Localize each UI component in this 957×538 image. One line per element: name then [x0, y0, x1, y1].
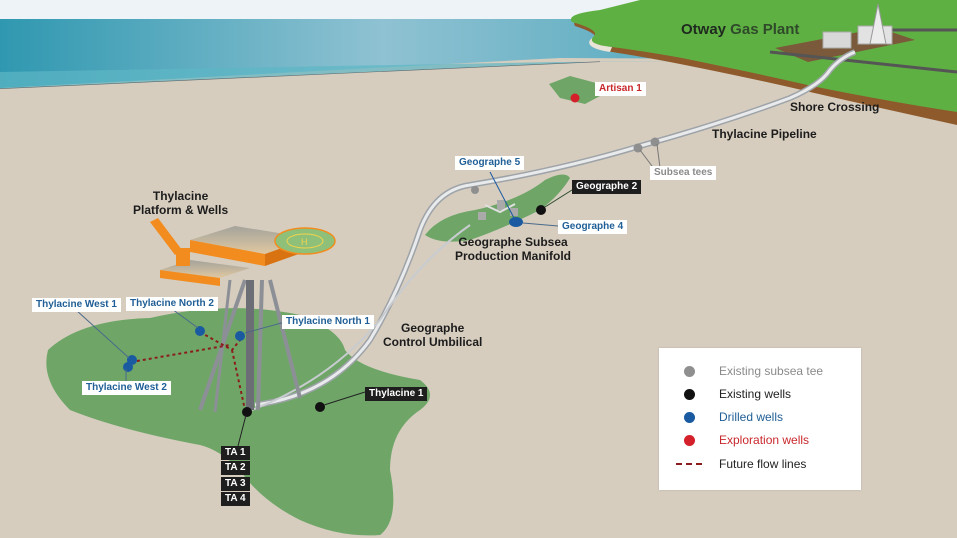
artisan-field — [549, 76, 615, 104]
legend: Existing subsea tee Existing wells Drill… — [659, 348, 861, 490]
platform-line-1: Thylacine — [152, 189, 209, 203]
otway-rest: Gas Plant — [726, 21, 800, 38]
geographe-4-label: Geographe 4 — [558, 220, 628, 234]
thylacine-north-1-label: Thylacine North 1 — [282, 315, 374, 329]
artisan-1-label: Artisan 1 — [595, 82, 646, 96]
geographe-2-label: Geographe 2 — [572, 180, 642, 194]
geographe-4-5-wells — [509, 217, 523, 227]
gas-plant-tank — [822, 31, 852, 49]
ta-4-label: TA 4 — [221, 492, 250, 506]
thylacine-north-2-label: Thylacine North 2 — [126, 297, 218, 311]
subsea-tee — [650, 137, 660, 147]
geographe-umbilical-label: Geographe Control Umbilical — [383, 321, 482, 349]
thylacine-west-2-label: Thylacine West 2 — [82, 381, 171, 395]
thylacine-pipeline-label: Thylacine Pipeline — [712, 127, 817, 141]
geographe-manifold-label: Geographe Subsea Production Manifold — [455, 235, 571, 263]
legend-label: Drilled wells — [719, 410, 784, 424]
umbilical-line-2: Control Umbilical — [383, 335, 483, 349]
beach — [589, 36, 612, 52]
thylacine-north-1-well — [235, 331, 245, 341]
future-flow-dash-icon — [676, 463, 702, 465]
exploration-well-dot-icon — [683, 434, 695, 446]
helideck — [274, 227, 336, 255]
legend-item-drilled-wells: Drilled wells — [659, 408, 783, 426]
thylacine-platform-label: Thylacine Platform & Wells — [133, 189, 228, 217]
ta-wells — [242, 407, 252, 417]
legend-item-existing-tee: Existing subsea tee — [659, 362, 823, 380]
thylacine-1-label: Thylacine 1 — [365, 387, 428, 401]
thylacine-platform: H — [150, 218, 336, 286]
ta-1-label: TA 1 — [221, 446, 250, 460]
manifold-structure — [478, 212, 486, 220]
thylacine-west-2-well — [123, 362, 133, 372]
otway-gas-plant-label: Otway Gas Plant — [681, 21, 799, 38]
legend-label: Existing wells — [719, 387, 792, 401]
legend-item-future-flow: Future flow lines — [659, 455, 806, 473]
manifold-structure — [497, 200, 505, 210]
future-flow-lines — [130, 331, 246, 411]
road — [769, 50, 957, 74]
thylacine-1-well — [315, 402, 325, 412]
legend-label: Existing subsea tee — [719, 364, 824, 378]
ta-2-label: TA 2 — [221, 461, 250, 475]
shore-crossing-label: Shore Crossing — [790, 100, 880, 114]
flare-tower — [869, 3, 887, 45]
ta-3-label: TA 3 — [221, 477, 250, 491]
drilled-well-dot-icon — [683, 411, 695, 423]
geographe-5-label: Geographe 5 — [455, 156, 525, 170]
geographe-2-well — [536, 205, 546, 215]
svg-text:H: H — [301, 237, 308, 247]
subsea-tee — [471, 186, 479, 194]
manifold-line-1: Geographe Subsea — [458, 235, 568, 249]
manifold-structure — [510, 208, 518, 216]
legend-item-existing-wells: Existing wells — [659, 385, 791, 403]
legend-label: Exploration wells — [719, 433, 810, 447]
otway-bold: Otway — [681, 21, 727, 38]
subsea-tees-label: Subsea tees — [650, 166, 717, 180]
thylacine-west-1-label: Thylacine West 1 — [32, 298, 121, 312]
artisan-1-well — [570, 93, 580, 103]
existing-well-dot-icon — [683, 388, 695, 400]
geographe-control-umbilical — [251, 224, 471, 411]
legend-item-exploration-wells: Exploration wells — [659, 431, 809, 449]
legend-label: Future flow lines — [719, 457, 807, 471]
umbilical-line-1: Geographe — [400, 321, 465, 335]
manifold-line-2: Production Manifold — [455, 249, 571, 263]
thylacine-north-2-well — [195, 326, 205, 336]
platform-line-2: Platform & Wells — [133, 203, 229, 217]
existing-tee-dot-icon — [683, 365, 695, 377]
